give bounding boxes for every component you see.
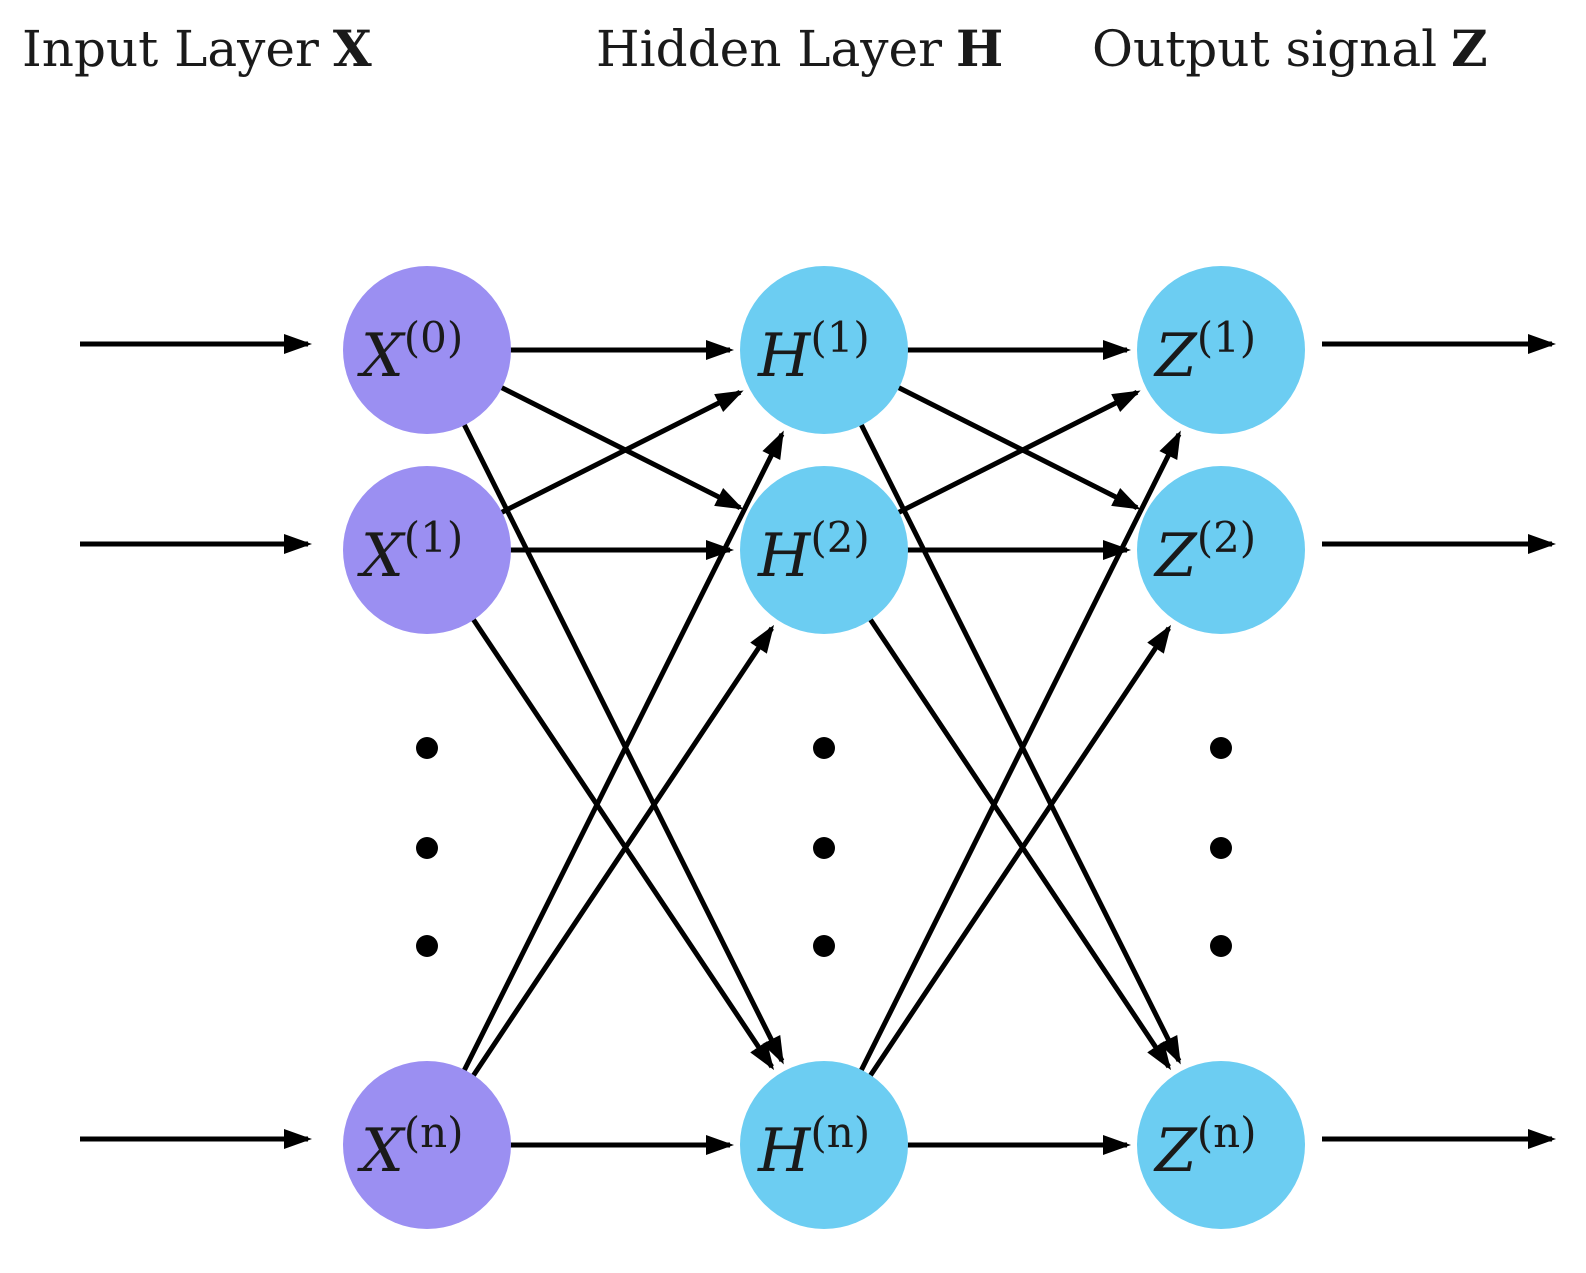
node-h2: H(2)	[740, 466, 908, 634]
node-circle-x1	[343, 466, 511, 634]
node-z1: Z(1)	[1137, 266, 1305, 434]
node-label-superscript: (n)	[810, 1108, 870, 1157]
node-label-z2: Z(2)	[1153, 513, 1256, 591]
node-label-x1: X(1)	[357, 513, 463, 591]
node-label-zn: Z(n)	[1153, 1108, 1257, 1186]
node-group: X(0)X(1)X(n)H(1)H(2)H(n)Z(1)Z(2)Z(n)	[343, 266, 1305, 1229]
node-x0: X(0)	[343, 266, 511, 434]
edge-hn-z2	[866, 624, 1172, 1080]
edge-h2-z1	[894, 390, 1141, 517]
node-label-base: Z	[1153, 321, 1198, 391]
node-circle-x0	[343, 266, 511, 434]
node-circle-xn	[343, 1061, 511, 1229]
header-hidden-label: Hidden Layer	[596, 20, 943, 78]
edge-h1-z2	[894, 383, 1141, 510]
node-label-h2: H(2)	[757, 513, 870, 591]
ellipsis-group	[416, 737, 1232, 957]
node-label-hn: H(n)	[757, 1108, 870, 1186]
edge-xn-h2	[469, 624, 775, 1080]
node-label-base: H	[757, 1116, 812, 1186]
header-input-label: Input Layer	[22, 20, 319, 78]
ellipsis-dot-input-2	[416, 837, 438, 859]
node-label-base: X	[357, 521, 406, 591]
header-hidden-symbol: H	[956, 19, 1004, 78]
node-label-superscript: (1)	[810, 313, 870, 362]
ellipsis-dot-hidden-3	[813, 935, 835, 957]
node-label-h1: H(1)	[757, 313, 870, 391]
node-circle-z1	[1137, 266, 1305, 434]
node-label-base: X	[357, 321, 406, 391]
edge-h1-zn	[857, 420, 1182, 1065]
node-circle-h1	[740, 266, 908, 434]
node-label-x0: X(0)	[357, 313, 463, 391]
node-label-superscript: (2)	[1197, 513, 1257, 562]
edge-x0-hn	[460, 420, 785, 1065]
edge-hn-z1	[857, 430, 1182, 1075]
edge-x1-hn	[469, 615, 775, 1071]
edge-xn-h1	[460, 430, 785, 1075]
node-circle-h2	[740, 466, 908, 634]
header-input-symbol: X	[332, 19, 372, 78]
node-z2: Z(2)	[1137, 466, 1305, 634]
node-label-base: X	[357, 1116, 406, 1186]
node-label-superscript: (1)	[1197, 313, 1257, 362]
node-label-z1: Z(1)	[1153, 313, 1256, 391]
edge-group	[80, 334, 1556, 1155]
header-output-label: Output signal	[1092, 20, 1438, 78]
node-label-base: H	[757, 521, 812, 591]
node-circle-hn	[740, 1061, 908, 1229]
node-label-superscript: (n)	[1197, 1108, 1257, 1157]
ellipsis-dot-input-3	[416, 935, 438, 957]
ellipsis-dot-hidden-1	[813, 737, 835, 759]
node-hn: H(n)	[740, 1061, 908, 1229]
edge-x1-h1	[497, 390, 744, 517]
node-h1: H(1)	[740, 266, 908, 434]
edge-h2-zn	[866, 615, 1172, 1071]
ellipsis-dot-input-1	[416, 737, 438, 759]
node-label-base: H	[757, 321, 812, 391]
node-label-superscript: (1)	[404, 513, 464, 562]
node-label-superscript: (0)	[404, 313, 464, 362]
ellipsis-dot-output-3	[1210, 935, 1232, 957]
node-circle-zn	[1137, 1061, 1305, 1229]
node-circle-z2	[1137, 466, 1305, 634]
node-x1: X(1)	[343, 466, 511, 634]
ellipsis-dot-output-2	[1210, 837, 1232, 859]
edge-x0-h2	[497, 383, 744, 510]
header-output-symbol: Z	[1451, 19, 1488, 78]
node-label-superscript: (2)	[810, 513, 870, 562]
node-label-xn: X(n)	[357, 1108, 464, 1186]
node-label-base: Z	[1153, 521, 1198, 591]
node-xn: X(n)	[343, 1061, 511, 1229]
node-label-base: Z	[1153, 1116, 1198, 1186]
ellipsis-dot-output-1	[1210, 737, 1232, 759]
node-zn: Z(n)	[1137, 1061, 1305, 1229]
node-label-superscript: (n)	[404, 1108, 464, 1157]
ellipsis-dot-hidden-2	[813, 837, 835, 859]
